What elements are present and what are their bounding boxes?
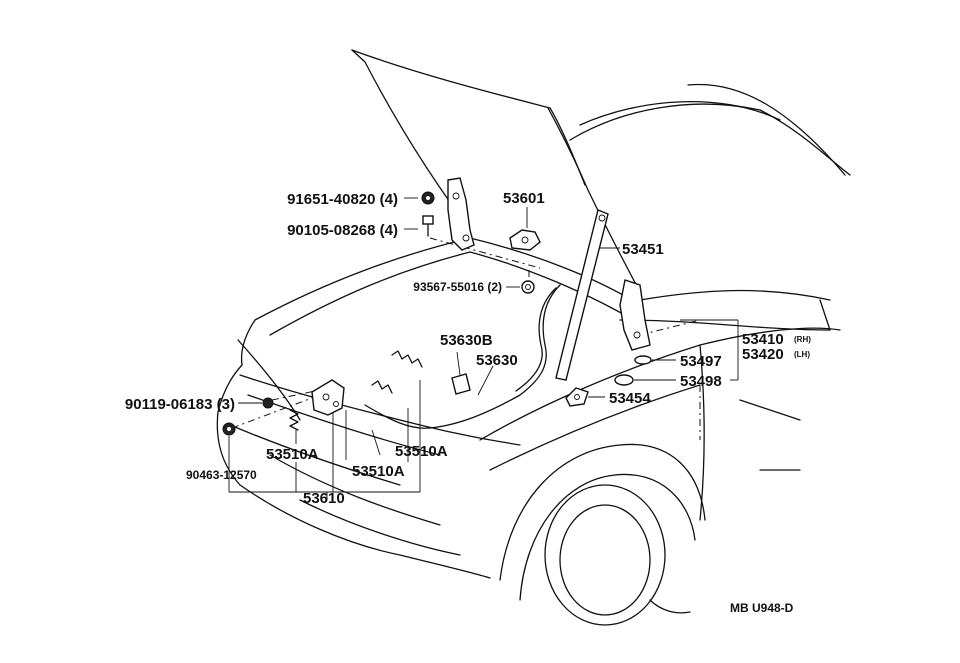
label-93567-55016: 93567-55016 (2) [413, 280, 502, 294]
label-53454: 53454 [609, 390, 651, 407]
label-53610: 53610 [303, 490, 345, 507]
cushion-53498-icon [614, 374, 634, 386]
grommet-icon [521, 280, 535, 294]
label-53497: 53497 [680, 353, 722, 370]
bumper-90463-icon [222, 422, 236, 436]
label-53420-side: (LH) [794, 350, 810, 359]
cushion-53497-icon [634, 355, 652, 365]
label-53498: 53498 [680, 373, 722, 390]
label-53601: 53601 [503, 190, 545, 207]
label-53630b: 53630B [440, 332, 493, 349]
spring-icon [289, 350, 423, 431]
diagram-code: MB U948-D [730, 601, 794, 615]
label-53630: 53630 [476, 352, 518, 369]
hood-hinge-left [447, 177, 475, 251]
hood-release-cable [364, 284, 561, 429]
label-53410: 53410 [742, 331, 784, 348]
washer-icon [421, 191, 435, 205]
label-91651-40820: 91651-40820 (4) [287, 191, 398, 208]
label-53510a-middle: 53510A [352, 463, 405, 480]
bolt-icon [422, 215, 434, 237]
leader-lines [228, 197, 739, 500]
label-53510a-right: 53510A [395, 443, 448, 460]
hood-stay-rod [555, 209, 609, 381]
label-90463-12570: 90463-12570 [186, 468, 257, 482]
label-90105-08268: 90105-08268 (4) [287, 222, 398, 239]
hood-hinge-right [619, 279, 651, 351]
clip-90119-icon [262, 397, 274, 409]
hood-hinge-center [509, 229, 541, 251]
label-90119-06183: 90119-06183 (3) [125, 396, 235, 413]
label-53420: 53420 [742, 346, 784, 363]
label-53451: 53451 [622, 241, 664, 258]
stay-holder-53454-icon [565, 387, 589, 407]
label-53410-side: (RH) [794, 335, 811, 344]
lock-cylinder-53630b [451, 373, 471, 395]
label-53510a-left: 53510A [266, 446, 319, 463]
hood-lock-assembly [311, 379, 345, 416]
